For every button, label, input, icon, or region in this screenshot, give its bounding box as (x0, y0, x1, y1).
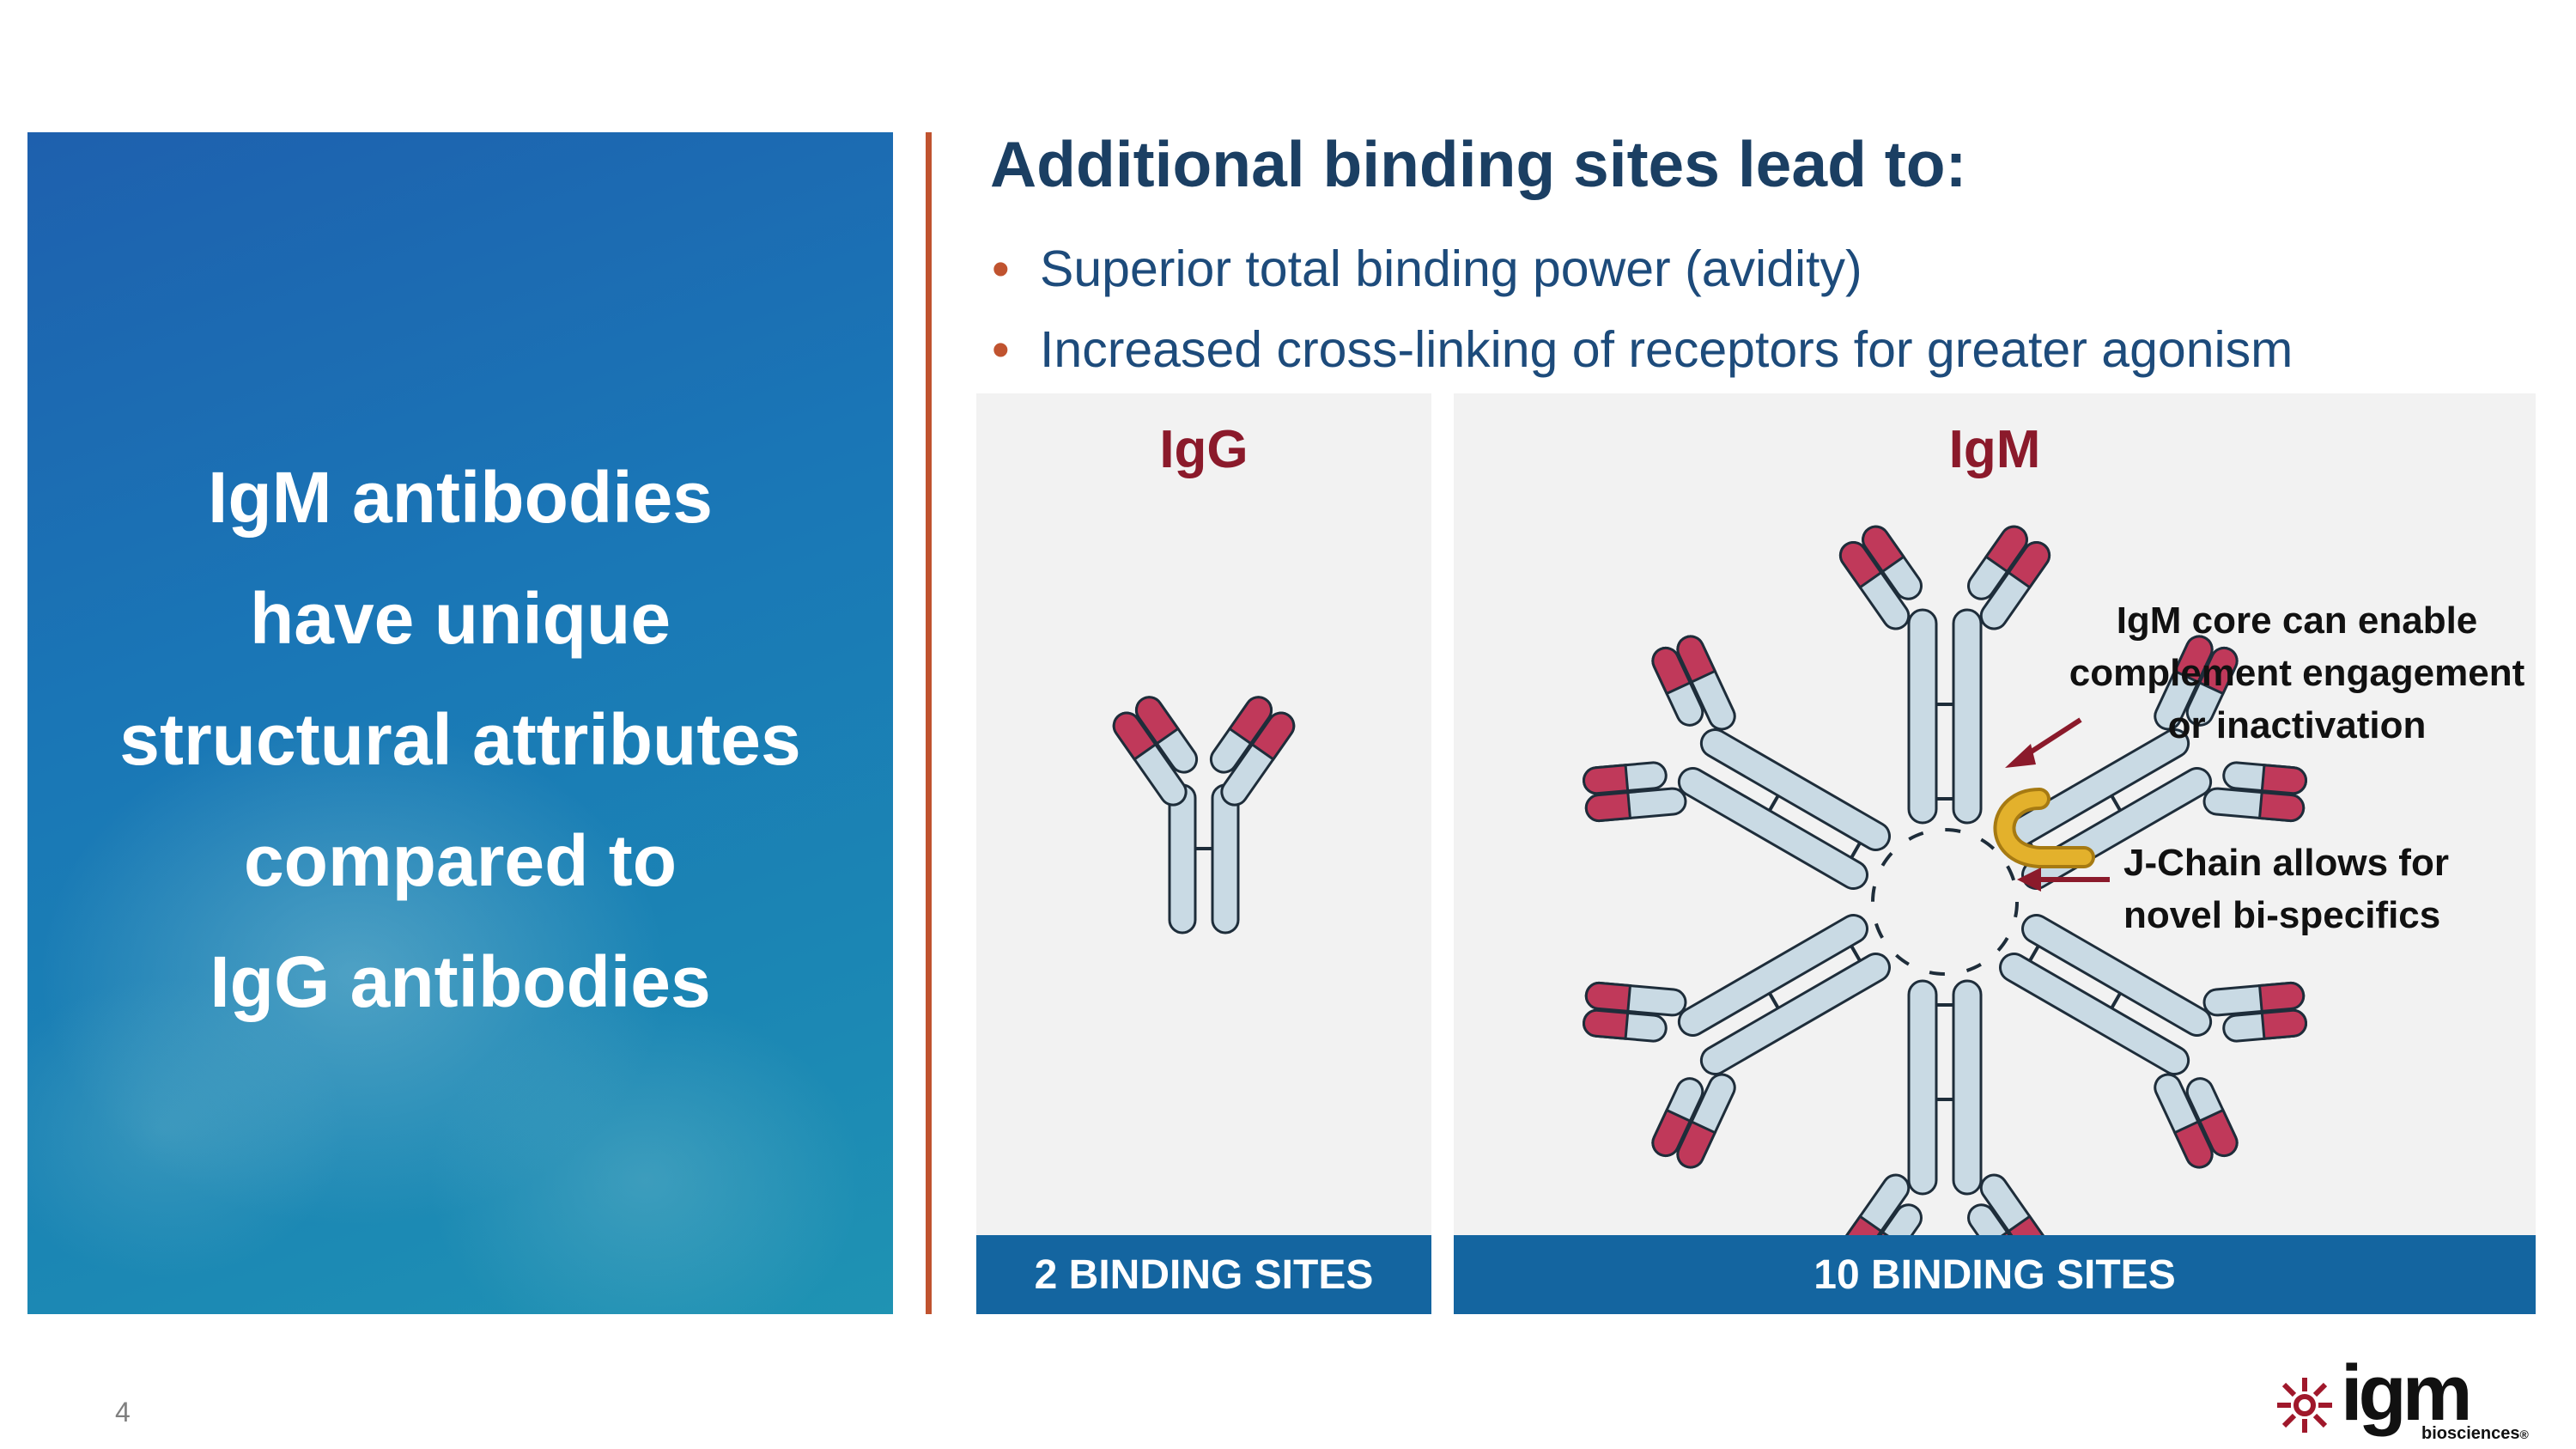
benefit-text: Increased cross-linking of receptors for… (1040, 321, 2293, 378)
j-chain-annotation-line: novel bi-specifics (2123, 894, 2441, 936)
igg-antibody-icon (1112, 696, 1296, 935)
core-annotation-line: or inactivation (2167, 704, 2427, 746)
igg-panel: IgG 2 BINDING SIT (976, 393, 1431, 1314)
core-annotation: IgM core can enable complement engagemen… (2062, 594, 2532, 752)
core-annotation-line: complement engagement (2069, 652, 2525, 694)
page-number: 4 (115, 1397, 131, 1428)
igm-arm-icon (1558, 844, 1934, 1189)
hero-statement: IgM antibodies have unique structural at… (27, 437, 893, 1043)
igm-title: IgM (1948, 420, 2041, 479)
benefit-item: • Increased cross-linking of receptors fo… (990, 309, 2293, 390)
slide-heading: Additional binding sites lead to: (990, 128, 1967, 200)
igm-pentamer-diagram (1558, 520, 2331, 1284)
left-hero-panel: IgM antibodies have unique structural at… (27, 132, 893, 1314)
hero-line-3: structural attributes (119, 699, 801, 780)
logo-star-icon (2277, 1378, 2332, 1433)
logo-subtitle-text: biosciences (2421, 1424, 2520, 1443)
hero-line-5: IgG antibodies (210, 941, 711, 1022)
bullet-dot-icon: • (992, 321, 1010, 378)
bullet-dot-icon: • (992, 240, 1010, 297)
logo-registered-mark: ® (2519, 1428, 2529, 1441)
hero-line-2: have unique (249, 578, 671, 659)
company-logo: igm biosciences® (2274, 1350, 2557, 1445)
igm-panel: IgM (1454, 393, 2536, 1314)
igg-binding-sites-label: 2 BINDING SITES (976, 1235, 1431, 1314)
benefit-item: • Superior total binding power (avidity) (990, 228, 2293, 309)
logo-subtitle: biosciences® (2421, 1424, 2529, 1444)
j-chain-annotation-line: J-Chain allows for (2123, 842, 2449, 884)
igg-antibody-diagram (1112, 696, 1296, 935)
igm-binding-sites-label: 10 BINDING SITES (1454, 1235, 2536, 1314)
benefit-list: •Superior total binding power (avidity) … (990, 228, 2293, 390)
igg-title: IgG (1159, 420, 1249, 479)
j-chain-annotation: J-Chain allows for novel bi-specifics (2123, 837, 2449, 941)
benefit-text: Superior total binding power (avidity) (1040, 240, 1862, 297)
igm-arm-icon (1833, 520, 2057, 825)
logo-wordmark: igm (2341, 1349, 2473, 1437)
core-annotation-line: IgM core can enable (2116, 600, 2478, 642)
hero-line-1: IgM antibodies (208, 457, 713, 538)
igm-arm-icon (1558, 615, 1934, 959)
hero-line-4: compared to (243, 820, 677, 901)
vertical-divider (926, 132, 932, 1314)
